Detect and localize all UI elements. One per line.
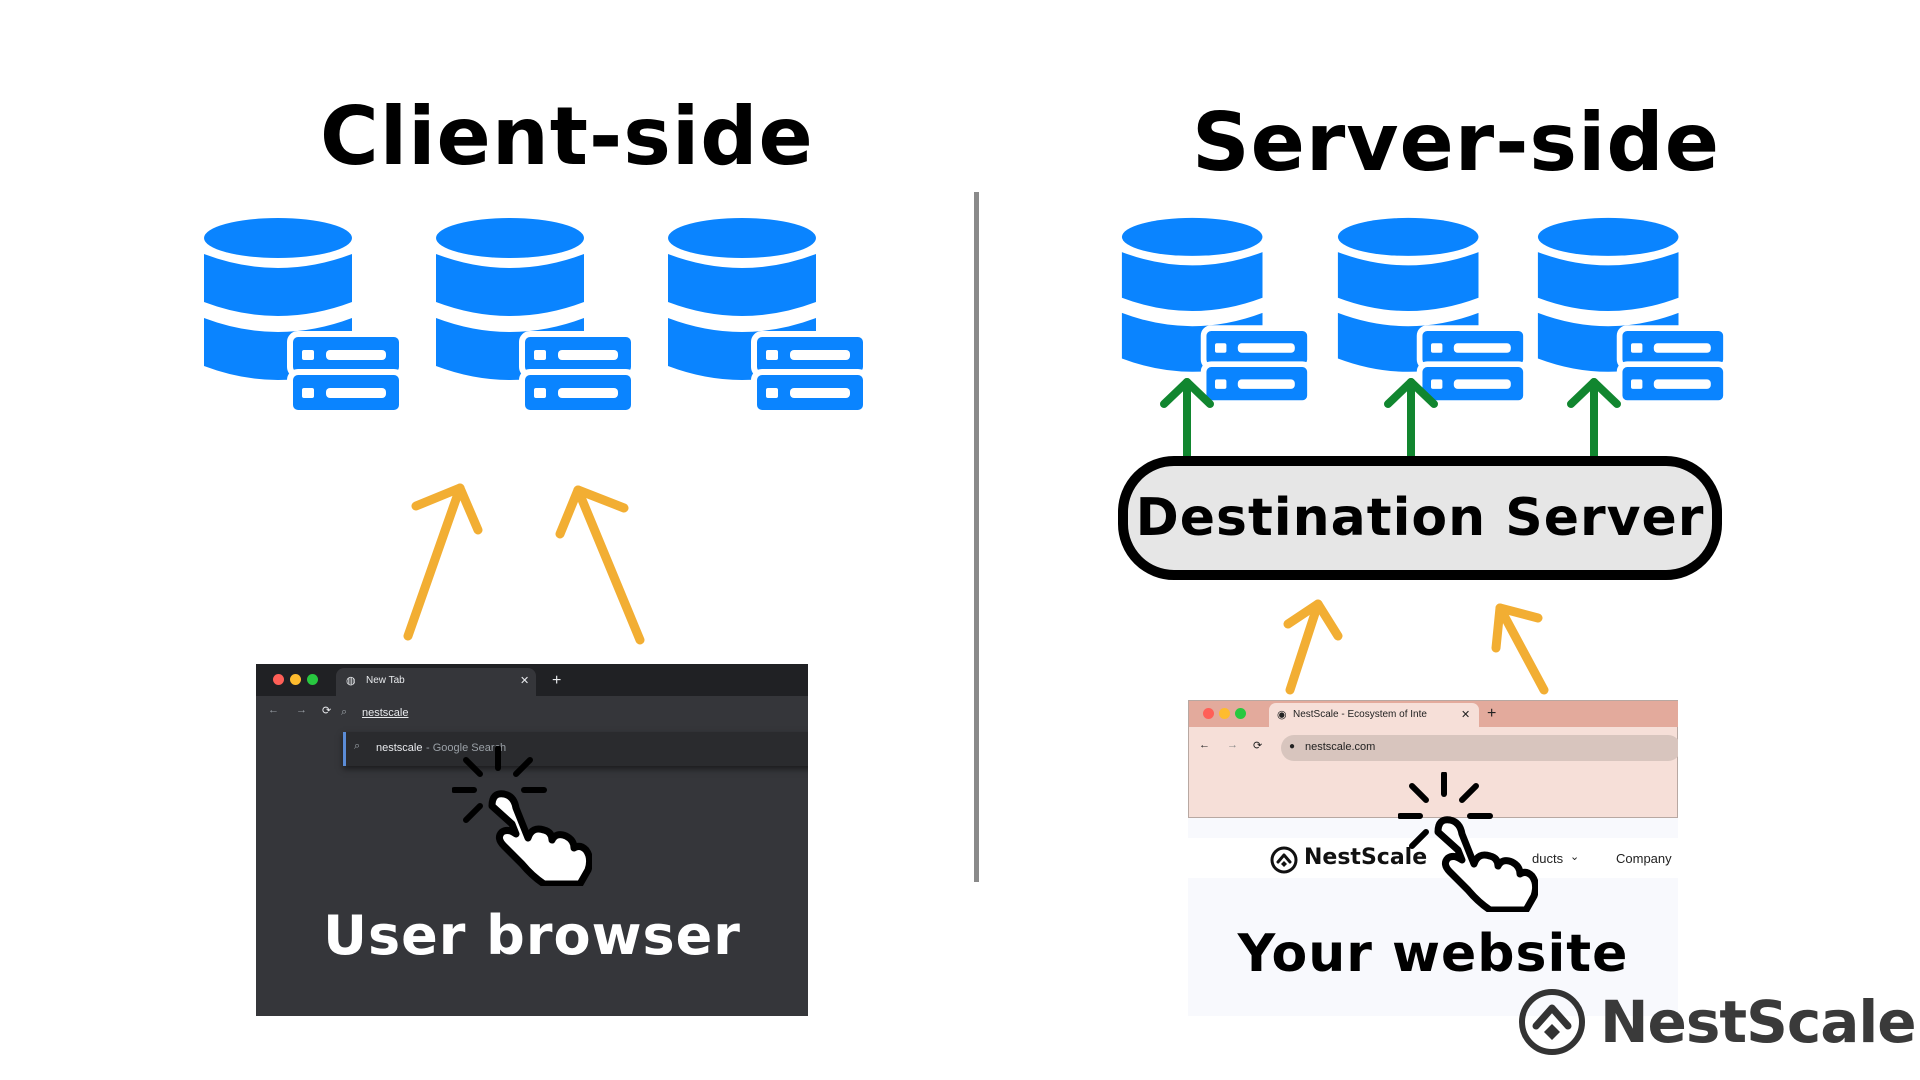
tab-title: New Tab (366, 675, 405, 686)
minimize-dot-icon[interactable] (290, 674, 301, 685)
tab-close-icon[interactable]: ✕ (520, 675, 530, 687)
nav-products[interactable]: ducts (1532, 851, 1564, 866)
minimize-dot-icon[interactable] (1219, 708, 1230, 719)
chevron-down-icon: ⌄ (1570, 851, 1580, 863)
tab-close-icon[interactable]: ✕ (1461, 709, 1471, 721)
back-icon[interactable]: ← (268, 704, 279, 716)
address-input[interactable]: nestscale (362, 707, 409, 719)
address-bar[interactable]: ● nestscale.com (1281, 735, 1678, 761)
maximize-dot-icon[interactable] (307, 674, 318, 685)
search-icon: ⌕ (354, 740, 361, 752)
maximize-dot-icon[interactable] (1235, 708, 1246, 719)
new-tab-icon[interactable]: + (552, 672, 562, 689)
brand-name: NestScale (1600, 988, 1917, 1056)
cursor-hand-icon (452, 746, 592, 886)
database-server-icon (1536, 216, 1726, 406)
your-website-window: ◉ NestScale - Ecosystem of Inte ✕ + ← → … (1188, 700, 1678, 1016)
nestscale-logo-icon (1519, 989, 1585, 1055)
reload-icon[interactable]: ⟳ (322, 705, 332, 717)
new-tab-icon[interactable]: + (1487, 705, 1497, 722)
nav-company[interactable]: Company (1616, 851, 1672, 866)
database-server-icon (666, 216, 866, 416)
search-suggestion[interactable]: ⌕ nestscale - Google Search (343, 732, 808, 766)
back-icon[interactable]: ← (1199, 739, 1210, 751)
browser-tab[interactable]: ◉ NestScale - Ecosystem of Inte ✕ (1269, 703, 1479, 727)
destination-server-label: Destination Server (1135, 488, 1705, 548)
destination-server-box: Destination Server (1118, 456, 1722, 580)
suggestion-rest: - Google Search (426, 742, 507, 754)
divider (974, 192, 979, 882)
database-server-icon (202, 216, 402, 416)
your-website-label: Your website (1237, 924, 1629, 984)
nestscale-favicon-icon: ◉ (1277, 709, 1287, 721)
website-browser-chrome: ◉ NestScale - Ecosystem of Inte ✕ + ← → … (1188, 700, 1678, 818)
user-browser-window: ◍ New Tab ✕ + ← → ⟳ ⌕ nestscale ⌕ nestsc… (256, 664, 808, 1016)
forward-icon[interactable]: → (1227, 739, 1238, 751)
tab-title: NestScale - Ecosystem of Inte (1293, 709, 1427, 720)
database-server-icon (1336, 216, 1526, 406)
suggestion-query: nestscale (376, 742, 423, 754)
close-dot-icon[interactable] (273, 674, 284, 685)
nestscale-brand: NestScale (1518, 984, 1917, 1060)
website-nav-bar: NestScale ducts ⌄ Company (1188, 838, 1678, 878)
reload-icon[interactable]: ⟳ (1253, 740, 1263, 752)
close-dot-icon[interactable] (1203, 708, 1214, 719)
client-side-title: Client-side (320, 90, 814, 183)
user-browser-label: User browser (323, 904, 741, 967)
forward-icon[interactable]: → (296, 704, 307, 716)
cursor-hand-icon (1398, 772, 1538, 912)
lock-icon: ● (1289, 741, 1296, 752)
address-bar[interactable]: ⌕ nestscale (341, 702, 808, 728)
search-icon: ⌕ (341, 706, 348, 718)
browser-tab[interactable]: ◍ New Tab ✕ (336, 668, 536, 696)
address-url[interactable]: nestscale.com (1305, 741, 1376, 753)
nestscale-logo-icon (1270, 846, 1298, 874)
database-server-icon (434, 216, 634, 416)
globe-icon: ◍ (346, 675, 356, 687)
website-logo-text[interactable]: NestScale (1304, 845, 1428, 870)
server-side-title: Server-side (1192, 96, 1720, 189)
database-server-icon (1120, 216, 1310, 406)
